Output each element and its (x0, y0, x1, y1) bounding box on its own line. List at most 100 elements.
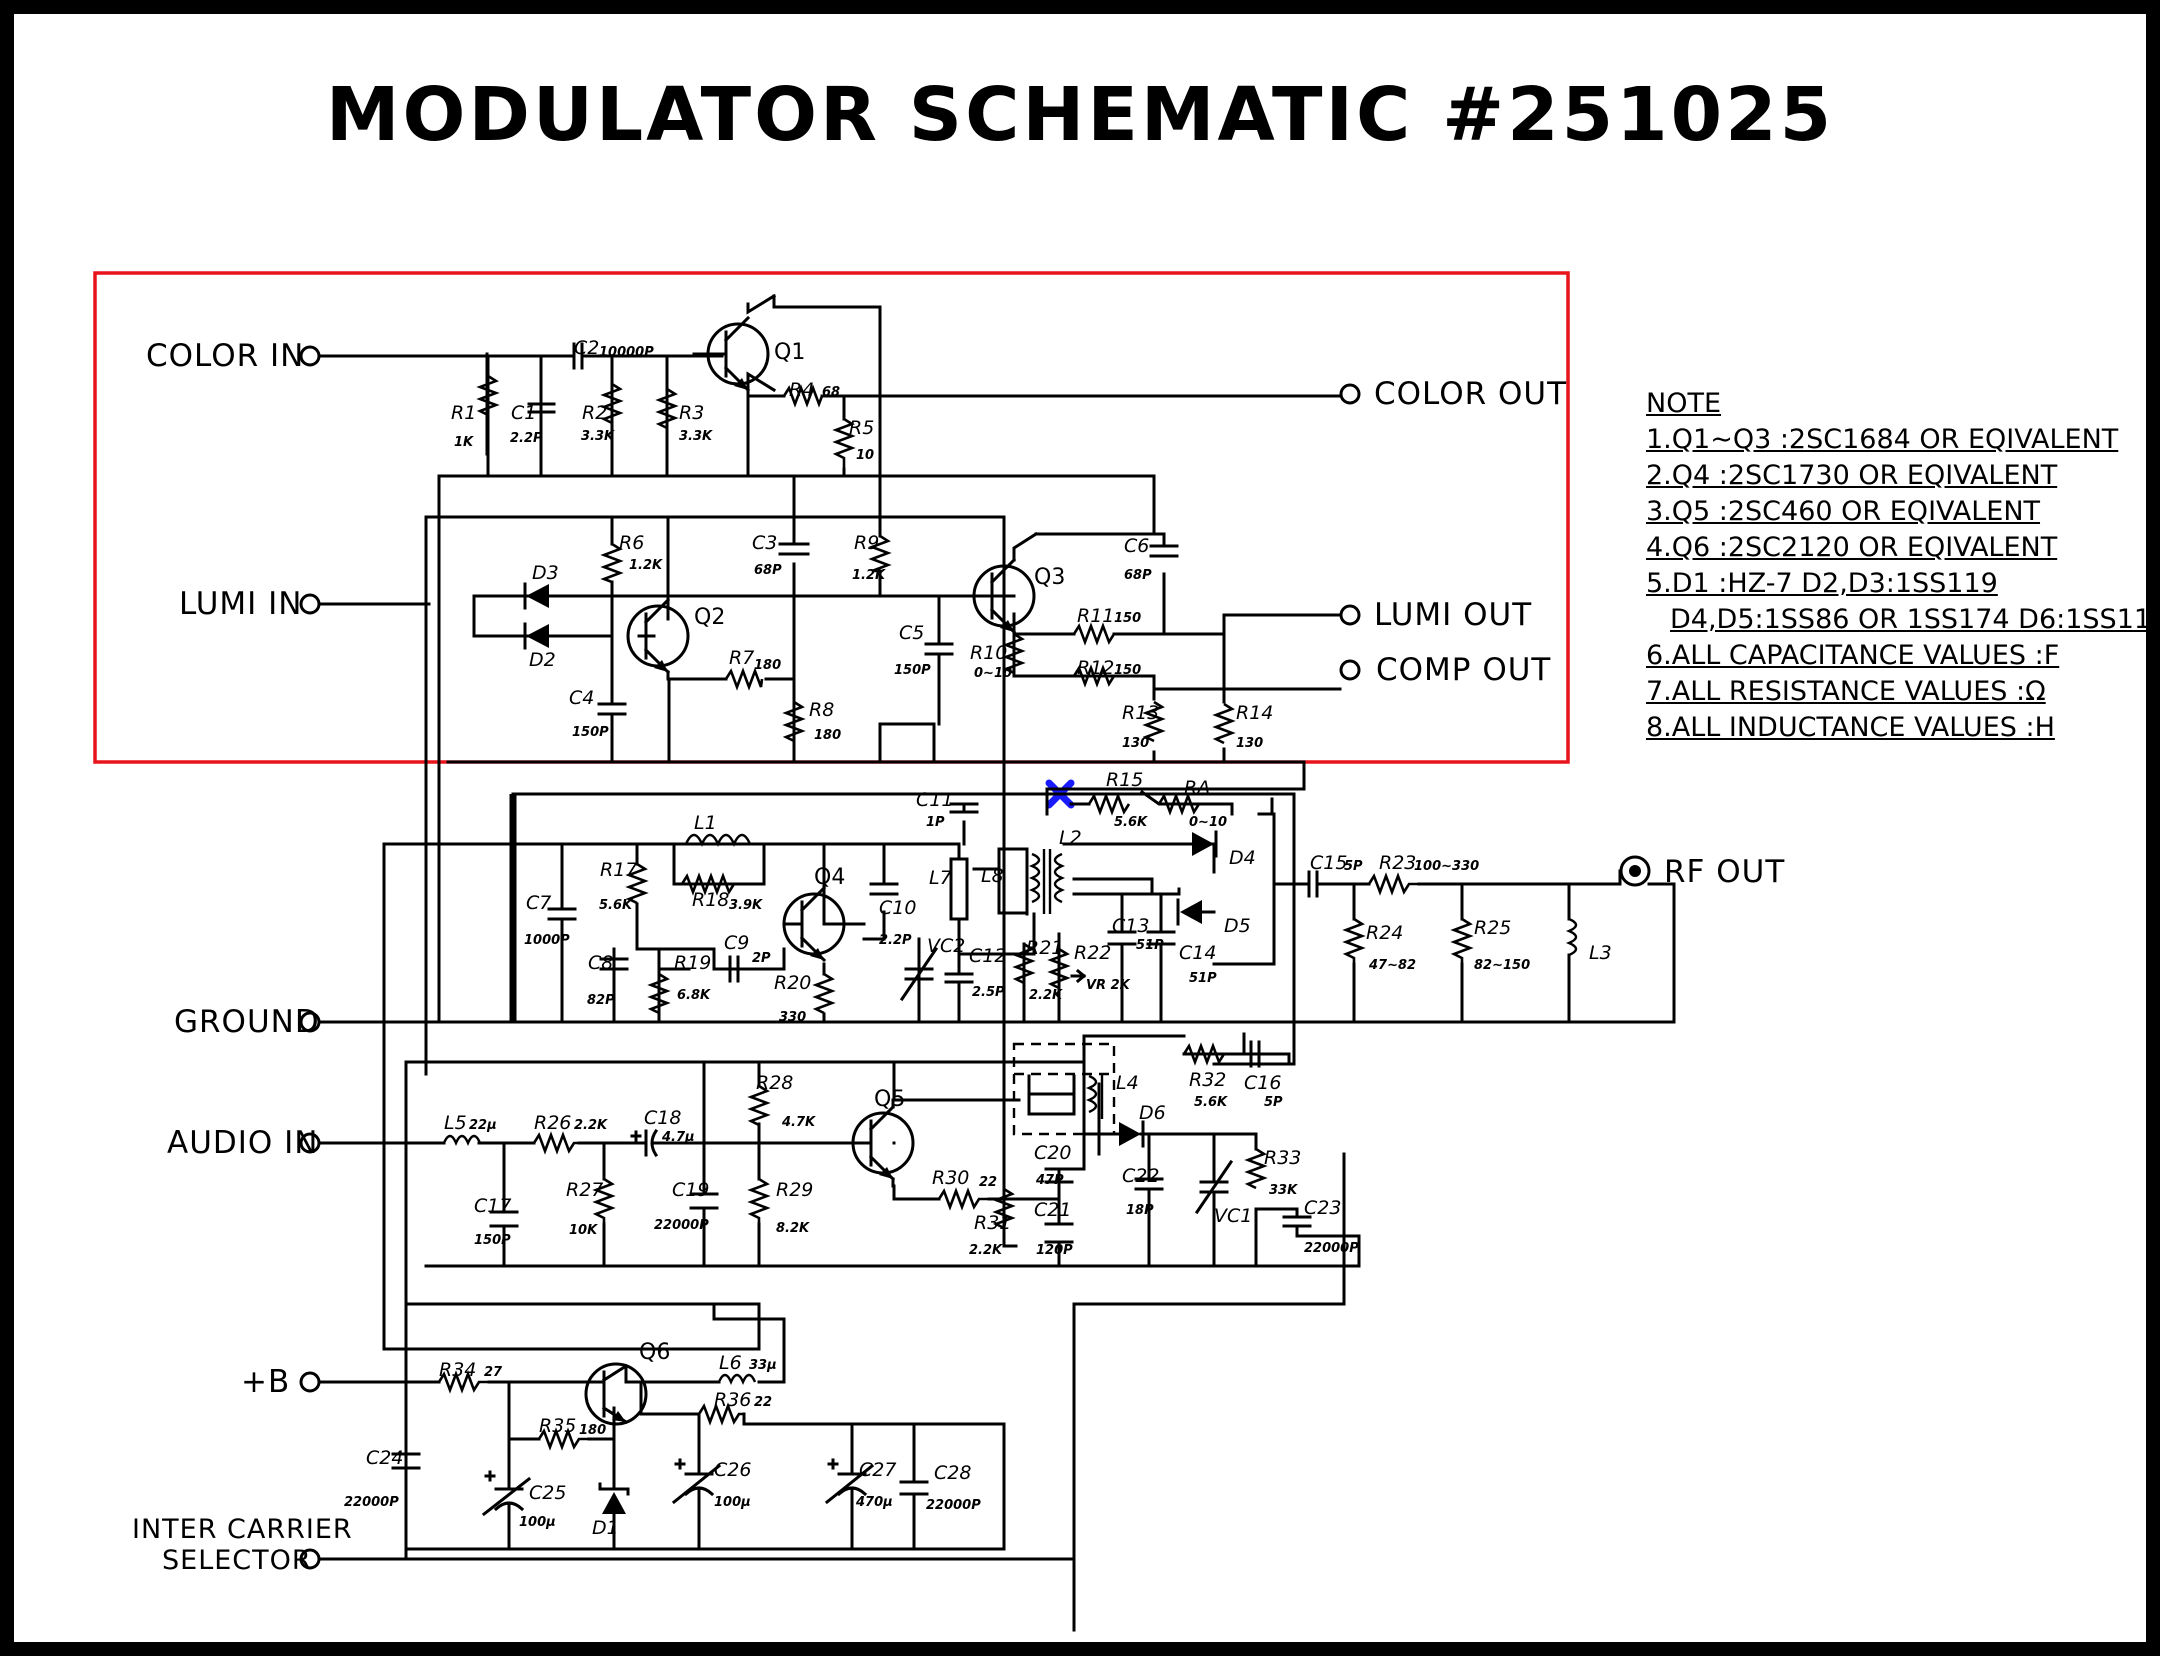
r17v-label: 5.6K (599, 898, 633, 913)
vc1-trimmer-capacitor (1194, 1159, 1234, 1215)
r22v-label: VR 2K (1086, 978, 1131, 993)
r8v-label: 180 (814, 728, 841, 743)
c20-label: C20 (1034, 1142, 1071, 1164)
power-stage-wiring (317, 1302, 1076, 1561)
r35v-label: 180 (579, 1423, 606, 1438)
c22v-label: 18P (1126, 1203, 1154, 1218)
r9v-label: 1.2K (852, 568, 886, 583)
c10-label: C10 (879, 897, 916, 919)
note-line: 5.D1 :HZ-7 D2,D3:1SS119 (1646, 568, 1998, 599)
r27-resistor (592, 1177, 616, 1224)
r1-resistor (476, 374, 500, 417)
c3v-label: 68P (754, 563, 782, 578)
l7-inductor (949, 857, 969, 921)
r8-resistor (782, 700, 806, 743)
rav-label: 0∼10 (1189, 815, 1227, 830)
r11-label: R11 (1077, 605, 1114, 627)
c11-capacitor (949, 802, 979, 814)
lumi-out-terminal[interactable] (1339, 604, 1361, 626)
l8-label: L8 (981, 865, 1004, 887)
r31-label: R31 (974, 1212, 1011, 1234)
c10-capacitor (869, 882, 899, 896)
c18-label: C18 (644, 1107, 681, 1129)
note-line: D4,D5:1SS86 OR 1SS174 D6:1SS110 (1670, 604, 2160, 635)
c13-label: C13 (1112, 915, 1149, 937)
l6-label: L6 (719, 1352, 742, 1374)
color-in-label: COLOR IN (146, 338, 304, 374)
c12-label: C12 (969, 945, 1006, 967)
r7-label: R7 (729, 647, 754, 669)
r6v-label: 1.2K (629, 558, 663, 573)
c19v-label: 22000P (654, 1218, 709, 1233)
c3-capacitor (778, 494, 810, 556)
r31-resistor (992, 1187, 1016, 1230)
c18-capacitor (630, 1128, 659, 1158)
r12-label: R12 (1077, 657, 1114, 679)
c7v-label: 1000P (524, 933, 570, 948)
l1-label: L1 (694, 812, 717, 834)
r6-resistor (600, 542, 624, 584)
r26-resistor (532, 1131, 579, 1155)
c4-label: C4 (569, 687, 594, 709)
l5-inductor (442, 1134, 482, 1147)
r31v-label: 2.2K (969, 1243, 1003, 1258)
c23-label: C23 (1304, 1197, 1341, 1219)
r21-label: R21 (1026, 937, 1063, 959)
c20-capacitor (1044, 1167, 1074, 1184)
vc1-label: VC1 (1214, 1205, 1252, 1227)
r32-resistor (1182, 1042, 1226, 1066)
r34v-label: 27 (484, 1365, 503, 1380)
audio-in-label: AUDIO IN (167, 1125, 319, 1161)
r14-resistor (1212, 702, 1236, 745)
c1-capacitor (527, 374, 556, 456)
r22-resistor (1047, 947, 1071, 990)
note-line: 2.Q4 :2SC1730 OR EQIVALENT (1646, 460, 2058, 491)
plus-b-terminal[interactable] (299, 1371, 321, 1393)
r15-label: R15 (1106, 769, 1143, 791)
r20v-label: 330 (779, 1010, 806, 1025)
r12-resistor (1072, 664, 1116, 688)
r26v-label: 2.2K (574, 1118, 608, 1133)
ra-label: RA (1184, 777, 1210, 799)
notes-panel: NOTE 1.Q1∼Q3 :2SC1684 OR EQIVALENT 2.Q4 … (1646, 386, 2160, 746)
c19-label: C19 (672, 1179, 709, 1201)
c4v-label: 150P (572, 725, 609, 740)
c8v-label: 82P (587, 993, 615, 1008)
c12v-label: 2.5P (972, 985, 1005, 1000)
c24-label: C24 (366, 1447, 403, 1469)
r10v-label: 0∼10 (974, 666, 1012, 681)
q4-transistor (782, 882, 846, 963)
r11-resistor (1072, 622, 1116, 646)
c9-capacitor (728, 955, 740, 983)
note-line: 8.ALL INDUCTANCE VALUES :H (1646, 712, 2055, 743)
r4-resistor (782, 384, 824, 408)
c17-capacitor (489, 1210, 519, 1228)
lumi-out-label: LUMI OUT (1374, 597, 1532, 633)
lumi-in-terminal[interactable] (299, 593, 321, 615)
c25-label: C25 (529, 1482, 566, 1504)
comp-out-terminal[interactable] (1339, 659, 1361, 681)
c26-label: C26 (714, 1459, 751, 1481)
c1v-label: 2.2P (510, 431, 543, 446)
c13v-label: 51P (1136, 938, 1164, 953)
r25-resistor (1450, 917, 1474, 964)
c17-label: C17 (474, 1195, 511, 1217)
c20v-label: 47P (1035, 1173, 1064, 1188)
r2v-label: 3.3K (581, 429, 615, 444)
r29-label: R29 (776, 1179, 813, 1201)
r33-label: R33 (1264, 1147, 1301, 1169)
lumi-stage-wiring (317, 474, 1342, 1076)
r19-label: R19 (674, 952, 711, 974)
r30v-label: 22 (979, 1175, 997, 1190)
color-out-terminal[interactable] (1339, 383, 1361, 405)
l3-label: L3 (1589, 942, 1612, 964)
r21v-label: 2.2K (1029, 988, 1063, 1003)
c5-label: C5 (899, 622, 924, 644)
q6-transistor (584, 1362, 648, 1426)
r12v-label: 150 (1114, 663, 1141, 678)
note-line: 6.ALL CAPACITANCE VALUES :F (1646, 640, 2060, 671)
vc2-label: VC2 (927, 935, 965, 957)
lumi-in-label: LUMI IN (179, 586, 303, 622)
c25-capacitor (481, 1470, 532, 1517)
